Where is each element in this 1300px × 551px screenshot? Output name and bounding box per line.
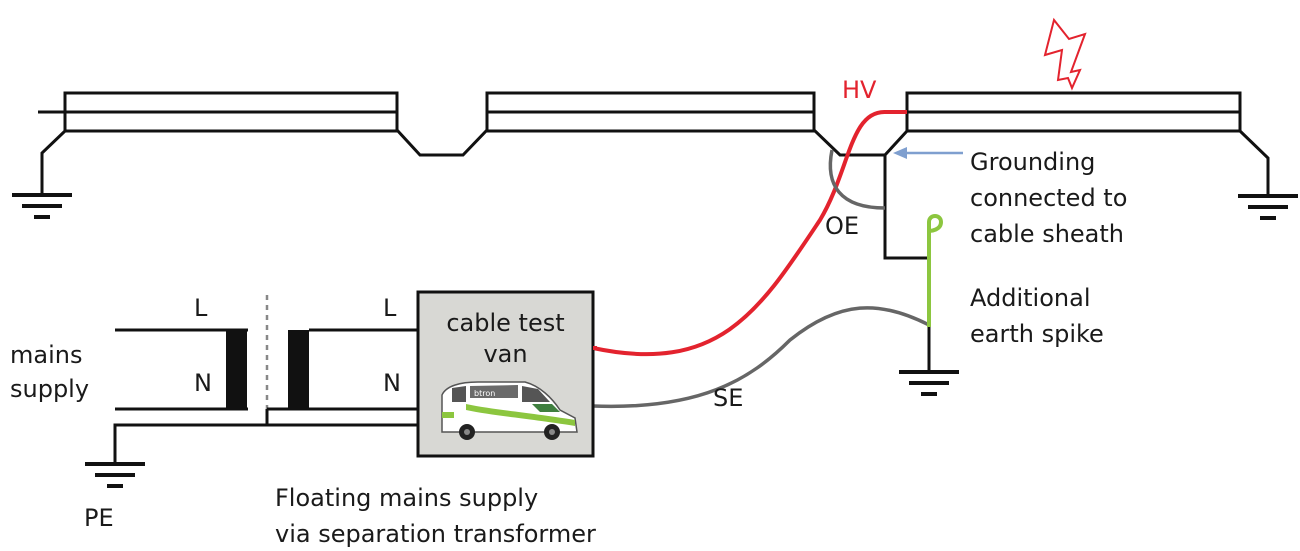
van-brand-text: btron xyxy=(474,389,495,398)
primary-l-label: L xyxy=(194,294,208,322)
grounding-pointer-arrow xyxy=(893,147,963,159)
hv-cable xyxy=(592,109,907,357)
lightning-bolt-icon xyxy=(1043,17,1087,91)
se-cable xyxy=(592,306,930,409)
floating-label-line-2: via separation transformer xyxy=(275,520,596,548)
pe-label: PE xyxy=(84,504,114,532)
spike-label-line-2: earth spike xyxy=(970,320,1104,348)
ground-symbol-icon xyxy=(12,185,72,219)
cable-test-van-icon: btron xyxy=(441,381,578,440)
ground-symbol-icon xyxy=(1238,188,1298,220)
secondary-n-label: N xyxy=(383,369,401,397)
separation-transformer xyxy=(113,295,418,462)
cable-joint-2 xyxy=(812,112,885,157)
mains-label-line-1: mains xyxy=(10,341,82,369)
van-label-line-1: cable test xyxy=(446,309,564,337)
oe-label: OE xyxy=(825,212,859,240)
grounding-label-line-3: cable sheath xyxy=(970,220,1124,248)
mains-label-line-2: supply xyxy=(10,375,89,403)
spike-label-line-1: Additional xyxy=(970,284,1090,312)
secondary-l-label: L xyxy=(383,294,397,322)
cable-segment-2 xyxy=(485,91,816,133)
ground-symbol-icon xyxy=(899,325,959,396)
earth-spike xyxy=(927,214,944,327)
primary-n-label: N xyxy=(194,369,212,397)
cable-segment-1 xyxy=(38,91,399,185)
floating-label-line-1: Floating mains supply xyxy=(275,484,538,512)
grounding-label-line-1: Grounding xyxy=(970,148,1095,176)
van-label-line-2: van xyxy=(483,340,527,368)
hv-label: HV xyxy=(842,76,877,104)
oe-cable xyxy=(828,149,886,210)
se-label: SE xyxy=(713,384,743,412)
grounding-label-line-2: connected to xyxy=(970,184,1127,212)
cable-joint-1 xyxy=(395,112,489,157)
cable-test-van-box: btron xyxy=(416,290,595,458)
